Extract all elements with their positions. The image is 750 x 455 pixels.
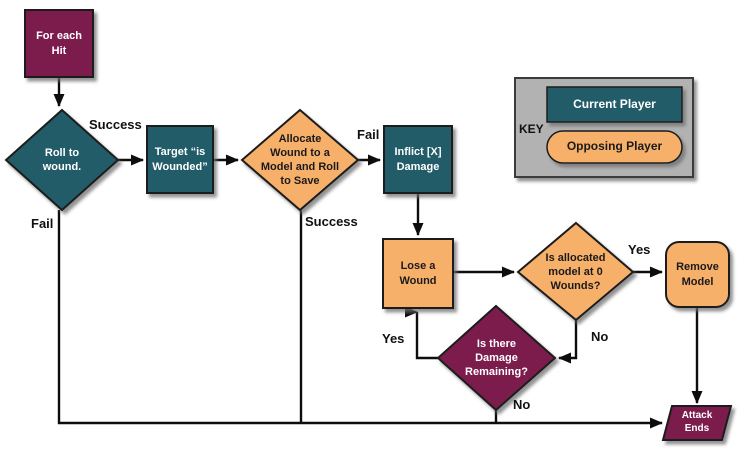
edge-zero-no [558,320,578,364]
node-inflict-damage-shape [383,125,453,194]
key-opposing-player-shape [546,130,683,164]
connector-lines [53,77,703,429]
node-attack-ends-shape [661,405,733,441]
node-target-wounded-shape [146,125,214,194]
node-model-at-zero-shape [516,221,635,322]
edge-label-damage-yes: Yes [382,331,405,346]
node-allocate-wound-shape [240,108,360,212]
edge-label-zero-no: No [591,329,609,344]
edge-damage-yes [411,311,438,360]
node-remove-model-shape [665,241,730,308]
edge-label-save-fail: Fail [357,127,380,142]
edge-label-save-success: Success [305,214,358,229]
edge-label-zero-yes: Yes [628,242,651,257]
edge-label-roll-success: Success [89,117,142,132]
edge-label-roll-fail: Fail [31,216,54,231]
key-current-player-shape [546,86,683,123]
key-title: KEY [519,122,544,136]
node-roll-to-wound-shape [4,108,120,212]
node-damage-remaining-shape [436,304,557,412]
node-for-each-hit-shape [24,9,94,78]
edge-label-damage-no: No [513,397,531,412]
edge-roll-fail-bottom [57,210,663,429]
node-lose-a-wound-shape [382,238,454,309]
